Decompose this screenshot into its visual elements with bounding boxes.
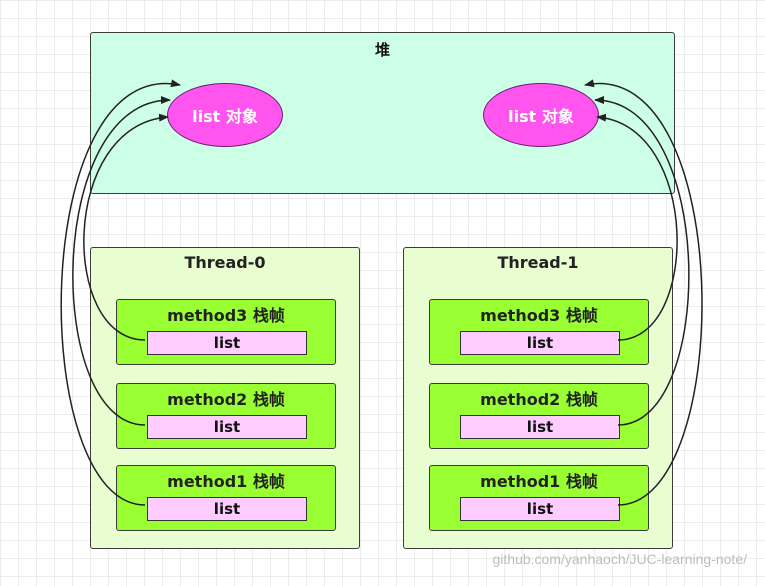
local-var-list: list [147, 331, 307, 355]
list-object-label: list 对象 [508, 107, 574, 126]
thread-title: Thread-0 [184, 253, 266, 272]
stack-frame-method2: method2 栈帧 list [429, 383, 649, 449]
stack-frame-method1: method1 栈帧 list [429, 465, 649, 531]
local-var-list: list [460, 415, 620, 439]
local-var-list: list [460, 331, 620, 355]
frame-title: method1 栈帧 [167, 472, 285, 491]
thread-0-box: Thread-0 method3 栈帧 list method2 栈帧 list… [90, 247, 360, 549]
local-var-list: list [460, 497, 620, 521]
watermark-text: github.com/yanhaoch/JUC-learning-note/ [492, 551, 747, 567]
stack-frame-method3: method3 栈帧 list [429, 299, 649, 365]
heap-area: 堆 list 对象 list 对象 [90, 32, 675, 194]
stack-frame-method2: method2 栈帧 list [116, 383, 336, 449]
frame-title: method3 栈帧 [480, 306, 598, 325]
frame-title: method2 栈帧 [167, 390, 285, 409]
frame-title: method2 栈帧 [480, 390, 598, 409]
heap-title: 堆 [374, 41, 390, 59]
frame-title: method3 栈帧 [167, 306, 285, 325]
list-object-right: list 对象 [483, 83, 599, 147]
frame-title: method1 栈帧 [480, 472, 598, 491]
local-var-list: list [147, 415, 307, 439]
stack-frame-method3: method3 栈帧 list [116, 299, 336, 365]
thread-1-box: Thread-1 method3 栈帧 list method2 栈帧 list… [403, 247, 673, 549]
list-object-left: list 对象 [167, 83, 283, 147]
stack-frame-method1: method1 栈帧 list [116, 465, 336, 531]
list-object-label: list 对象 [192, 107, 258, 126]
thread-title: Thread-1 [497, 253, 579, 272]
local-var-list: list [147, 497, 307, 521]
